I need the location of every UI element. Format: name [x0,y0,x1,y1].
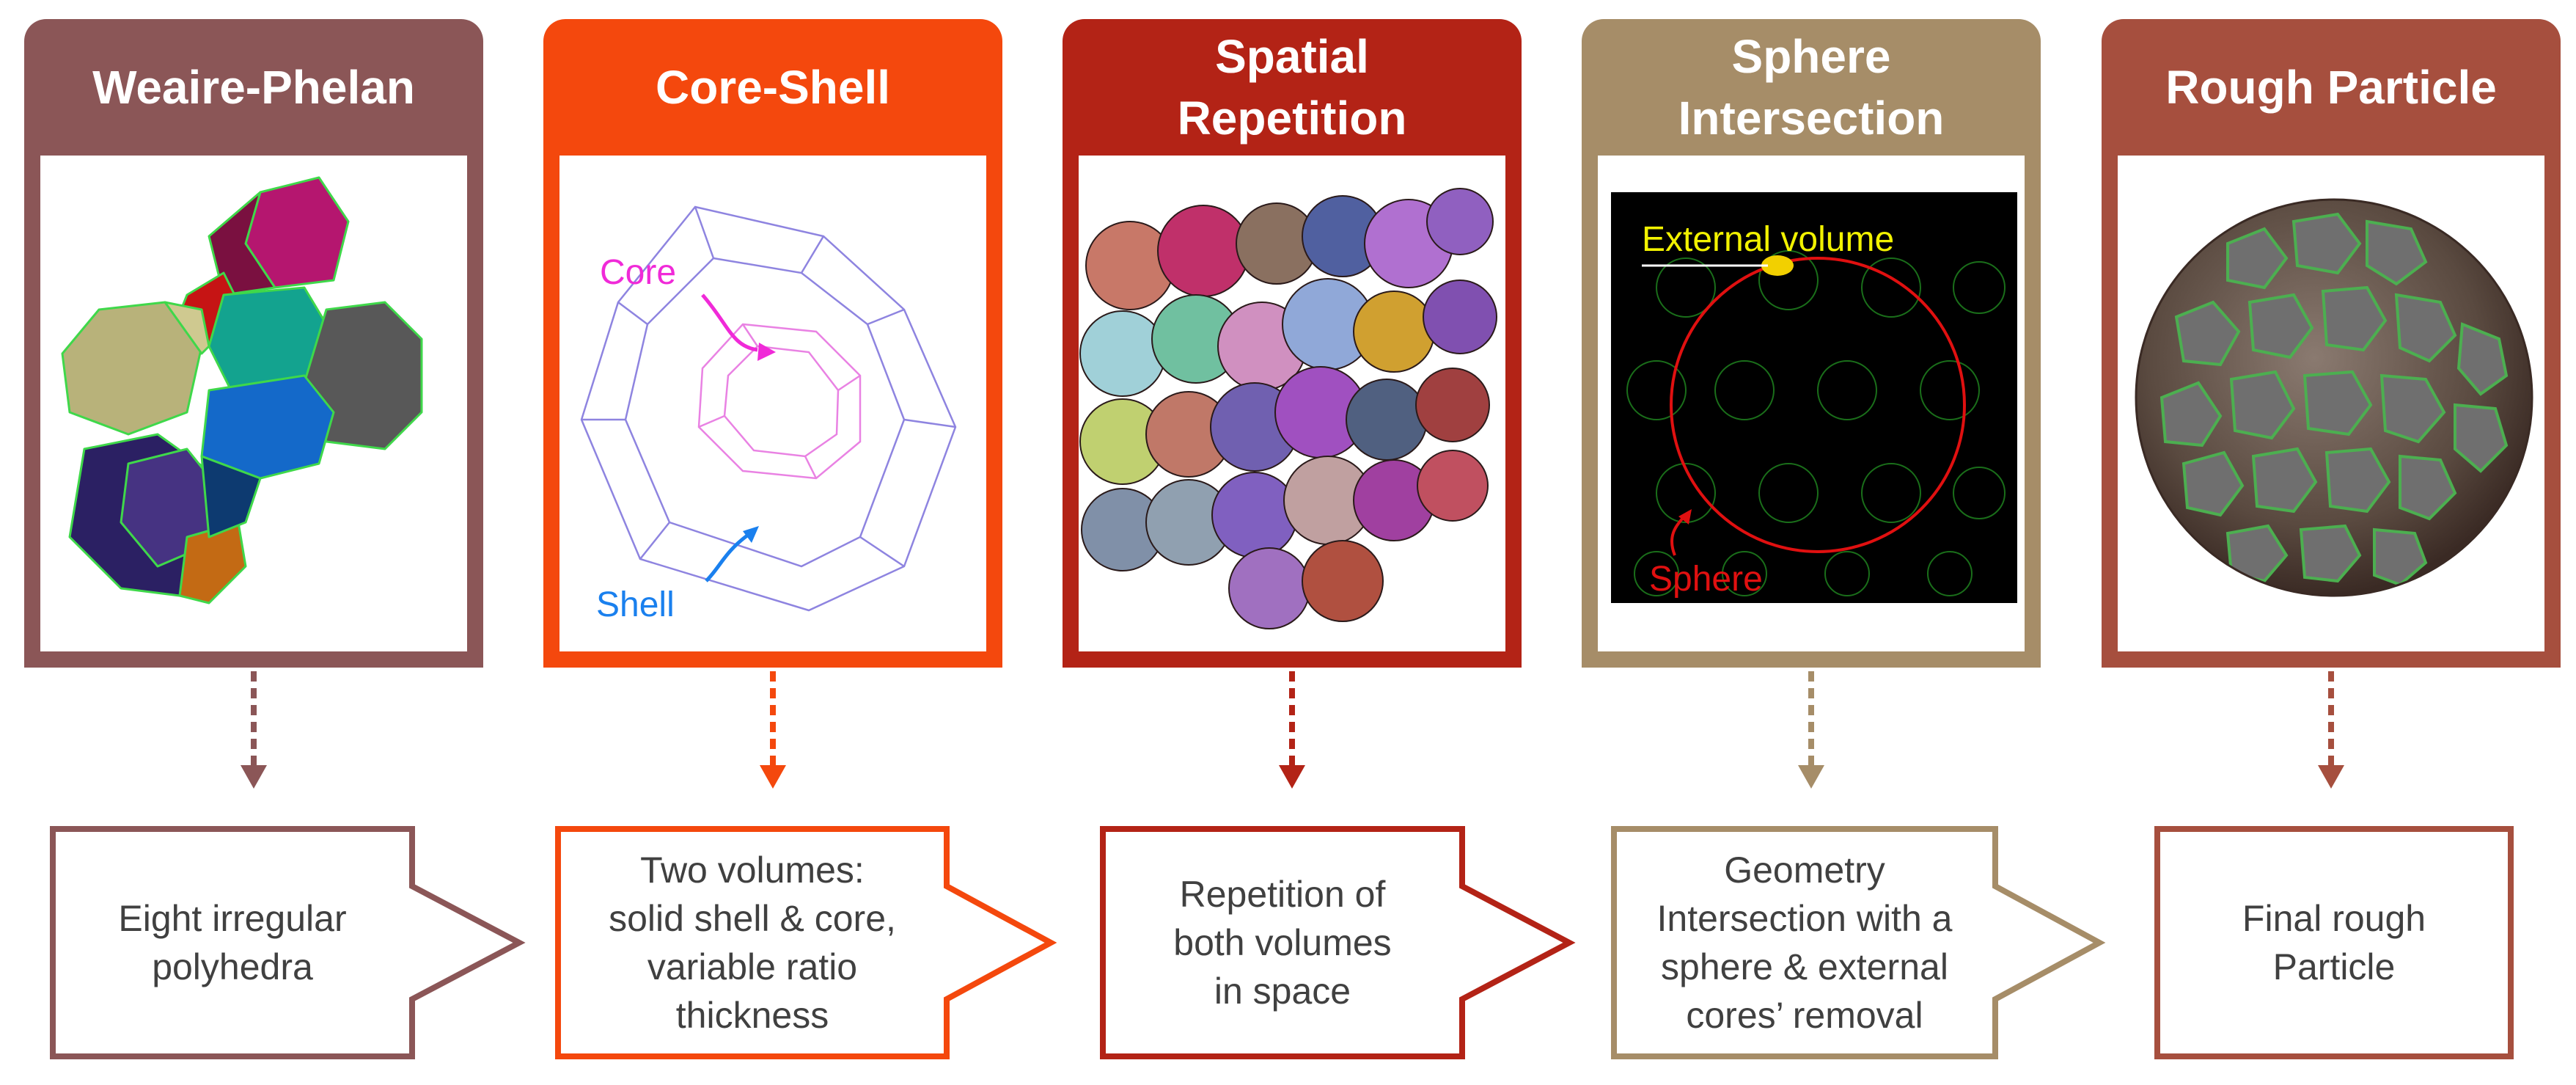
dotted-arrow-5 [2318,671,2344,789]
dotted-arrow-3 [1279,671,1305,789]
shell-label: Shell [596,585,675,624]
dotted-arrow-2 [760,671,786,789]
sphere-label: Sphere [1649,560,1763,599]
panel-title: Sphere Intersection [1678,30,1945,145]
panel-rough-particle: Rough Particle [2102,19,2561,668]
dotted-arrow-1 [241,671,267,789]
core-label: Core [600,253,676,292]
note-weaire-phelan: Eight irregular polyhedra [50,826,526,1059]
note-text: Two volumes: solid shell & core, variabl… [609,850,896,1036]
panel-core-shell: Core-Shell Cor [543,19,1002,668]
spatial-repetition-image [1079,156,1505,651]
note-text: Eight irregular polyhedra [118,898,347,987]
weaire-phelan-polyhedra-image [40,156,467,651]
note-rough-particle: Final rough Particle [2154,826,2514,1059]
note-text: Geometry Intersection with a sphere & ex… [1656,850,1953,1036]
sphere-intersection-image: External volume Sphere [1598,156,2025,651]
panel-title: Core-Shell [655,61,891,114]
note-text: Repetition of both volumes in space [1173,874,1392,1012]
external-volume-label: External volume [1642,220,1894,259]
panel-weaire-phelan: Weaire-Phelan [24,19,483,668]
note-core-shell: Two volumes: solid shell & core, variabl… [555,826,1058,1059]
rough-particle-image [2118,156,2544,651]
panel-title: Weaire-Phelan [92,61,415,114]
panel-title: Spatial Repetition [1177,30,1407,145]
note-spatial-repetition: Repetition of both volumes in space [1100,826,1577,1059]
dotted-arrow-4 [1798,671,1824,789]
note-text: Final rough Particle [2242,898,2426,987]
panel-spatial-repetition: Spatial Repetition [1063,19,1522,668]
panel-title: Rough Particle [2165,61,2497,114]
panel-sphere-intersection: Sphere Intersection External volume Sphe… [1582,19,2041,668]
note-sphere-intersection: Geometry Intersection with a sphere & ex… [1611,826,2107,1059]
core-shell-wireframe-image: Core Shell [559,156,986,651]
